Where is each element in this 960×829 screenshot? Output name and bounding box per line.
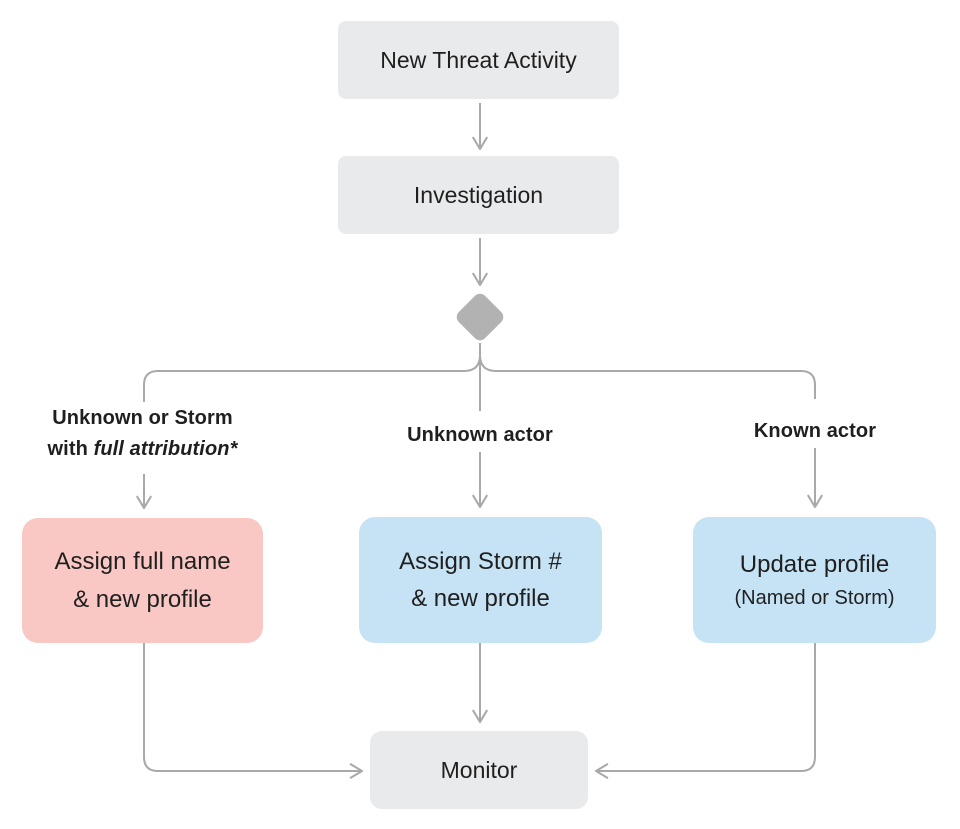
branch-label-unknown-or-storm-line1: Unknown or Storm [52, 407, 233, 429]
node-update-profile: Update profile (Named or Storm) [693, 517, 936, 643]
fork-right-branch [479, 354, 816, 399]
node-assign-full-name-line1: Assign full name [54, 548, 231, 576]
branch-label-unknown-or-storm: Unknown or Storm with full attribution* [12, 403, 273, 465]
fork-left-branch [143, 354, 481, 402]
branch-label-unknown-actor-text: Unknown actor [407, 424, 553, 446]
node-assign-full-name: Assign full name & new profile [22, 518, 263, 643]
branch-label-known-actor: Known actor [715, 416, 915, 447]
arrow-update-to-monitor [594, 643, 816, 779]
node-investigation: Investigation [338, 156, 619, 234]
node-assign-full-name-line2: & new profile [73, 585, 212, 613]
node-assign-storm-number-line1: Assign Storm # [399, 547, 562, 575]
node-monitor: Monitor [370, 731, 588, 809]
branch-label-unknown-or-storm-line2: with full attribution* [12, 434, 273, 465]
node-assign-storm-number: Assign Storm # & new profile [359, 517, 602, 643]
branch-label-known-actor-text: Known actor [753, 420, 877, 442]
node-investigation-label: Investigation [413, 181, 544, 208]
node-assign-storm-number-line2: & new profile [411, 585, 550, 612]
decision-diamond-icon [456, 293, 504, 341]
node-update-profile-line1: Update profile [739, 550, 890, 578]
node-monitor-label: Monitor [440, 756, 518, 783]
arrow-pink-to-monitor [143, 643, 364, 779]
branch-label-with-text: with [47, 438, 88, 460]
node-new-threat-activity-label: New Threat Activity [380, 46, 577, 73]
node-new-threat-activity: New Threat Activity [338, 21, 619, 99]
node-update-profile-line2: (Named or Storm) [734, 587, 895, 610]
branch-label-unknown-actor: Unknown actor [380, 420, 580, 451]
branch-label-full-attribution-text: full attribution* [93, 438, 238, 460]
